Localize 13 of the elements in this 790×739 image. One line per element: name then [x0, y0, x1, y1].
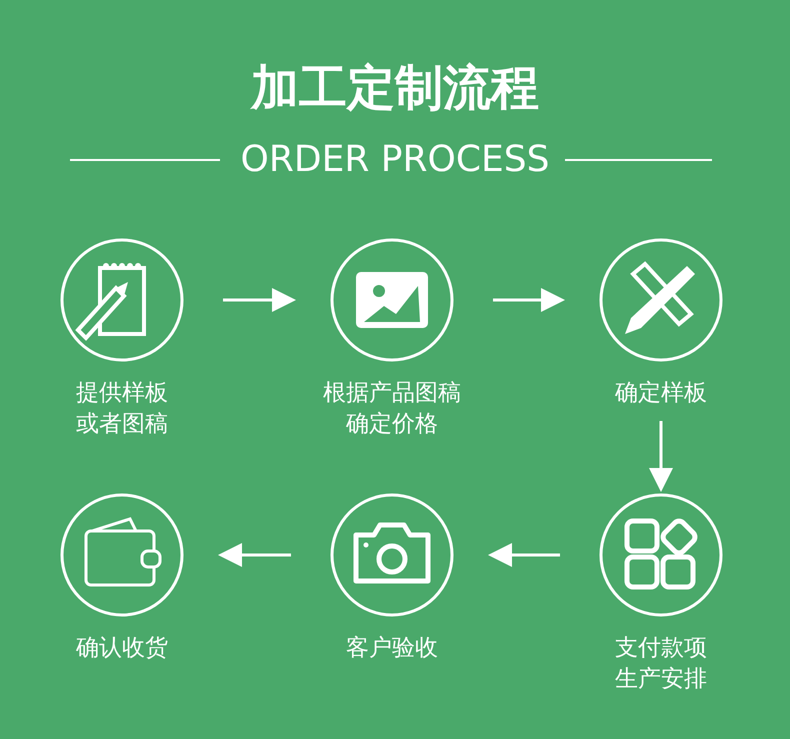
step-label: 确定样板	[614, 379, 708, 408]
step-label: 根据产品图稿确定价格	[322, 379, 462, 439]
step-label: 提供样板或者图稿	[75, 379, 169, 439]
arrow	[223, 288, 296, 312]
step-label: 客户验收	[345, 634, 439, 663]
subtitle: ORDER PROCESS	[240, 138, 550, 182]
title: 加工定制流程	[249, 59, 540, 118]
arrow	[649, 421, 673, 492]
step-label: 支付款项生产安排	[614, 634, 708, 694]
arrow	[488, 543, 560, 567]
arrow	[218, 543, 291, 567]
step-label: 确认收货	[75, 634, 169, 663]
arrow	[493, 288, 565, 312]
